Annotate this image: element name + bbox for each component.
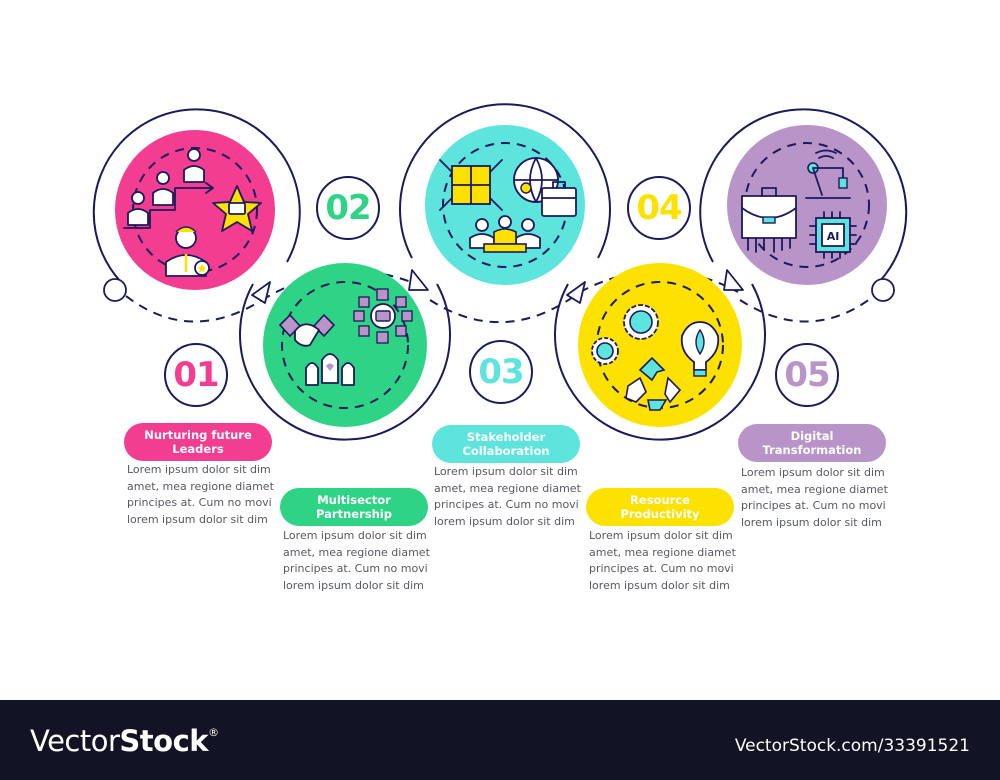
title-line: Productivity bbox=[620, 507, 700, 521]
step-4-number: 04 bbox=[627, 176, 691, 240]
brand-logo: VectorStock® bbox=[30, 724, 219, 758]
step-1-title: Nurturing future Leaders bbox=[124, 423, 272, 461]
career-growth-star-icon bbox=[123, 148, 262, 277]
title-line: Nurturing future bbox=[144, 428, 252, 442]
end-node bbox=[871, 278, 895, 302]
arrow-icon bbox=[723, 269, 744, 291]
gears-recycle-bulb-icon bbox=[591, 304, 720, 411]
title-line: Collaboration bbox=[462, 444, 550, 458]
step-2-circle bbox=[263, 263, 427, 427]
step-5-number: 05 bbox=[775, 343, 839, 407]
step-3-number: 03 bbox=[469, 340, 533, 404]
step-2-title: Multisector Partnership bbox=[280, 488, 428, 526]
title-line: Transformation bbox=[762, 443, 862, 457]
title-line: Stakeholder bbox=[466, 430, 546, 444]
title-line: Leaders bbox=[172, 442, 224, 456]
step-3-title: Stakeholder Collaboration bbox=[432, 425, 580, 463]
title-line: Resource bbox=[630, 493, 690, 507]
ai-robot-briefcase-icon: AI bbox=[741, 149, 857, 259]
connector-rings bbox=[92, 103, 908, 441]
image-reference: VectorStock.com/33391521 bbox=[734, 736, 970, 756]
title-line: Multisector bbox=[317, 493, 391, 507]
step-4-circle bbox=[578, 263, 742, 427]
title-line: Partnership bbox=[316, 507, 392, 521]
handshake-network-icon bbox=[278, 288, 413, 386]
circle-flow-diagram: .ring { fill:none; stroke:#1b1a5c; strok… bbox=[92, 103, 908, 441]
step-2-number: 02 bbox=[316, 176, 380, 240]
infographic: .ring { fill:none; stroke:#1b1a5c; strok… bbox=[92, 103, 908, 592]
watermark-footer: VectorStock® VectorStock.com/33391521 bbox=[0, 700, 1000, 780]
step-1-circle bbox=[115, 130, 275, 290]
arrow-icon bbox=[566, 281, 586, 304]
step-5-circle: AI bbox=[727, 125, 887, 285]
step-3-circle bbox=[425, 125, 585, 285]
svg-text:AI: AI bbox=[827, 230, 840, 243]
step-5-title: Digital Transformation bbox=[738, 424, 886, 462]
arrow-icon bbox=[251, 281, 271, 304]
start-node bbox=[103, 278, 127, 302]
step-1-number: 01 bbox=[164, 343, 228, 407]
puzzle-globe-meeting-icon bbox=[439, 157, 577, 253]
title-line: Digital bbox=[790, 429, 834, 443]
step-4-title: Resource Productivity bbox=[586, 488, 734, 526]
arrow-icon bbox=[408, 269, 429, 291]
